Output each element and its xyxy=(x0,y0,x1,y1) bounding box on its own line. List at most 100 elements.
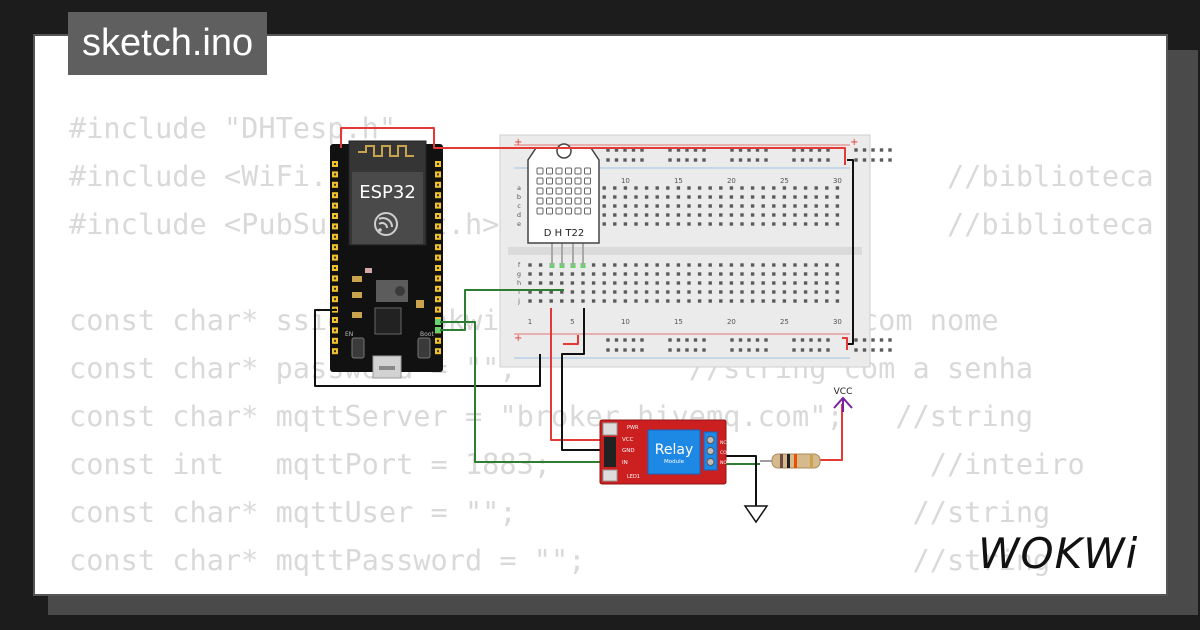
bb-rail-hole xyxy=(854,338,858,342)
bb-hole xyxy=(602,281,606,285)
bb-hole xyxy=(761,272,765,276)
bb-rail-hole xyxy=(614,348,619,352)
bb-hole xyxy=(729,263,734,267)
bb-rail-hole xyxy=(738,148,743,152)
bb-row-letter: h xyxy=(517,279,521,287)
wire-relay-gnd xyxy=(561,308,614,451)
espressif-logo-icon xyxy=(374,212,398,236)
bb-hole xyxy=(528,290,532,294)
bb-hole xyxy=(687,299,691,303)
bb-hole xyxy=(655,290,659,294)
wire-relay-vcc-b xyxy=(563,335,579,345)
bb-hole xyxy=(644,213,649,217)
code-line: const char* mqttTopic = "sensor/dht22"; … xyxy=(69,591,1033,594)
bb-hole xyxy=(549,272,553,276)
bb-rail-hole xyxy=(817,148,822,152)
bb-rail-hole xyxy=(606,148,610,152)
bb-hole xyxy=(570,299,575,303)
boot-button[interactable] xyxy=(417,337,431,359)
wire-resistor-vcc xyxy=(818,404,843,461)
bb-hole xyxy=(708,299,712,303)
bb-hole xyxy=(655,213,659,217)
bb-hole xyxy=(676,299,681,303)
bb-rail-hole xyxy=(809,148,813,152)
vcc-label: VCC xyxy=(834,387,853,397)
bb-rail-hole xyxy=(800,148,805,152)
bb-row-letter: c xyxy=(517,202,521,210)
bb-rail-hole xyxy=(623,148,627,152)
bb-hole xyxy=(560,272,564,276)
wire-gnd-esp xyxy=(314,309,541,387)
bb-rail-hole xyxy=(826,348,830,352)
bb-hole xyxy=(825,272,829,276)
bb-hole xyxy=(602,222,606,226)
bb-hole xyxy=(644,186,649,190)
bb-row-letter: g xyxy=(517,270,521,278)
bb-hole xyxy=(814,263,818,267)
bb-rail-hole xyxy=(668,158,672,162)
bb-hole xyxy=(570,281,575,285)
dht-grill-slot xyxy=(574,167,582,175)
bb-rail-hole xyxy=(755,148,760,152)
bb-row-letter: f xyxy=(518,261,521,269)
bb-rail-hole xyxy=(676,158,681,162)
code-line: #include <WiFi.h> //biblioteca xyxy=(69,159,1154,193)
bb-rail-hole xyxy=(871,158,875,162)
bb-hole xyxy=(750,213,755,217)
esp32-pin-headers xyxy=(332,161,441,355)
bb-hole xyxy=(793,299,797,303)
bb-hole xyxy=(782,195,787,199)
bb-hole xyxy=(666,299,670,303)
bb-hole xyxy=(750,222,755,226)
bb-hole xyxy=(570,290,575,294)
bb-hole xyxy=(697,213,702,217)
file-tab[interactable]: sketch.ino xyxy=(68,12,268,75)
bb-hole xyxy=(708,213,712,217)
bb-hole xyxy=(602,186,606,190)
bb-rail-hole xyxy=(817,158,822,162)
en-button[interactable] xyxy=(351,337,365,359)
wokwi-logo: WOKWi xyxy=(978,529,1137,578)
bb-rail-hole xyxy=(614,148,619,152)
dht-grill-slot xyxy=(536,167,544,175)
bb-hole xyxy=(613,299,617,303)
bb-hole xyxy=(697,222,702,226)
bb-hole xyxy=(803,263,808,267)
dht-grill-slot xyxy=(555,187,563,195)
bb-hole xyxy=(793,204,797,208)
bb-hole xyxy=(644,263,649,267)
code-line: const char* mqttPassword = ""; //string xyxy=(69,543,1051,577)
dht22-grill xyxy=(536,167,591,215)
bb-hole xyxy=(825,186,829,190)
bb-hole xyxy=(538,281,543,285)
bb-hole xyxy=(666,213,670,217)
bb-hole xyxy=(538,263,543,267)
bb-col-number-bottom: 10 xyxy=(621,318,630,326)
relay-pin-no: NO xyxy=(720,460,727,466)
bb-rail-hole xyxy=(755,348,760,352)
dht-grill-slot xyxy=(555,207,563,215)
dht-grill-slot xyxy=(536,187,544,195)
bb-rail-hole xyxy=(747,148,751,152)
dht-grill-slot xyxy=(574,197,582,205)
esp32-regulator-chip xyxy=(376,280,408,302)
bb-hole xyxy=(623,222,628,226)
bb-hole xyxy=(708,204,712,208)
bb-hole xyxy=(697,281,702,285)
bb-hole xyxy=(549,290,553,294)
bb-hole xyxy=(602,204,606,208)
bb-rail-hole xyxy=(764,338,768,342)
bb-hole xyxy=(655,263,659,267)
bb-rail-hole xyxy=(702,158,706,162)
bb-hole xyxy=(761,222,765,226)
relay-pin-vcc: VCC xyxy=(622,437,634,443)
bb-hole xyxy=(634,186,638,190)
bb-hole xyxy=(644,272,649,276)
bb-hole xyxy=(591,272,596,276)
bb-hole xyxy=(793,281,797,285)
bb-hole xyxy=(560,299,564,303)
bb-hole xyxy=(814,186,818,190)
dht-grill-slot xyxy=(565,197,572,205)
bb-rail-hole xyxy=(738,348,743,352)
bb-hole xyxy=(803,186,808,190)
